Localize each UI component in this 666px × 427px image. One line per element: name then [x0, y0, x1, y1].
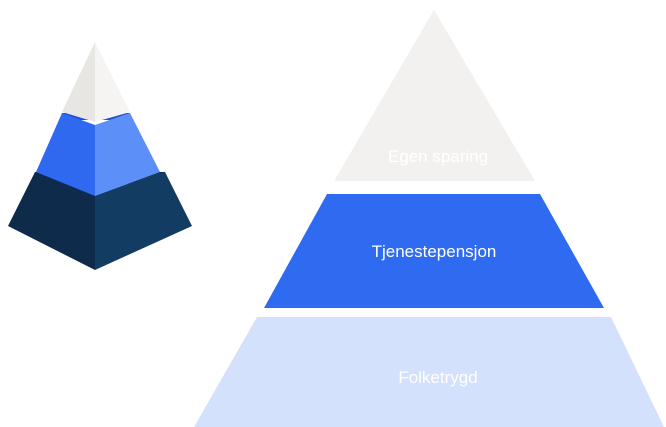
tier-shape	[334, 10, 535, 181]
tier-egen-sparing: Egen sparing	[334, 10, 535, 181]
tier-folketrygd: Folketrygd	[194, 317, 664, 427]
icon-mid-left-face	[36, 113, 95, 196]
tier-shape	[194, 317, 664, 427]
icon-mid-right-face	[95, 113, 160, 196]
tier-label-tjenestepensjon: Tjenestepensjon	[372, 242, 497, 261]
tier-shape	[264, 194, 604, 308]
icon-top-left-face	[62, 42, 95, 122]
tier-tjenestepensjon: Tjenestepensjon	[264, 194, 604, 308]
tier-label-egen-sparing: Egen sparing	[388, 147, 488, 166]
icon-base-right-face	[95, 172, 192, 270]
icon-base-left-face	[8, 172, 95, 270]
tier-label-folketrygd: Folketrygd	[398, 368, 477, 387]
icon-top-right-face	[95, 42, 130, 122]
